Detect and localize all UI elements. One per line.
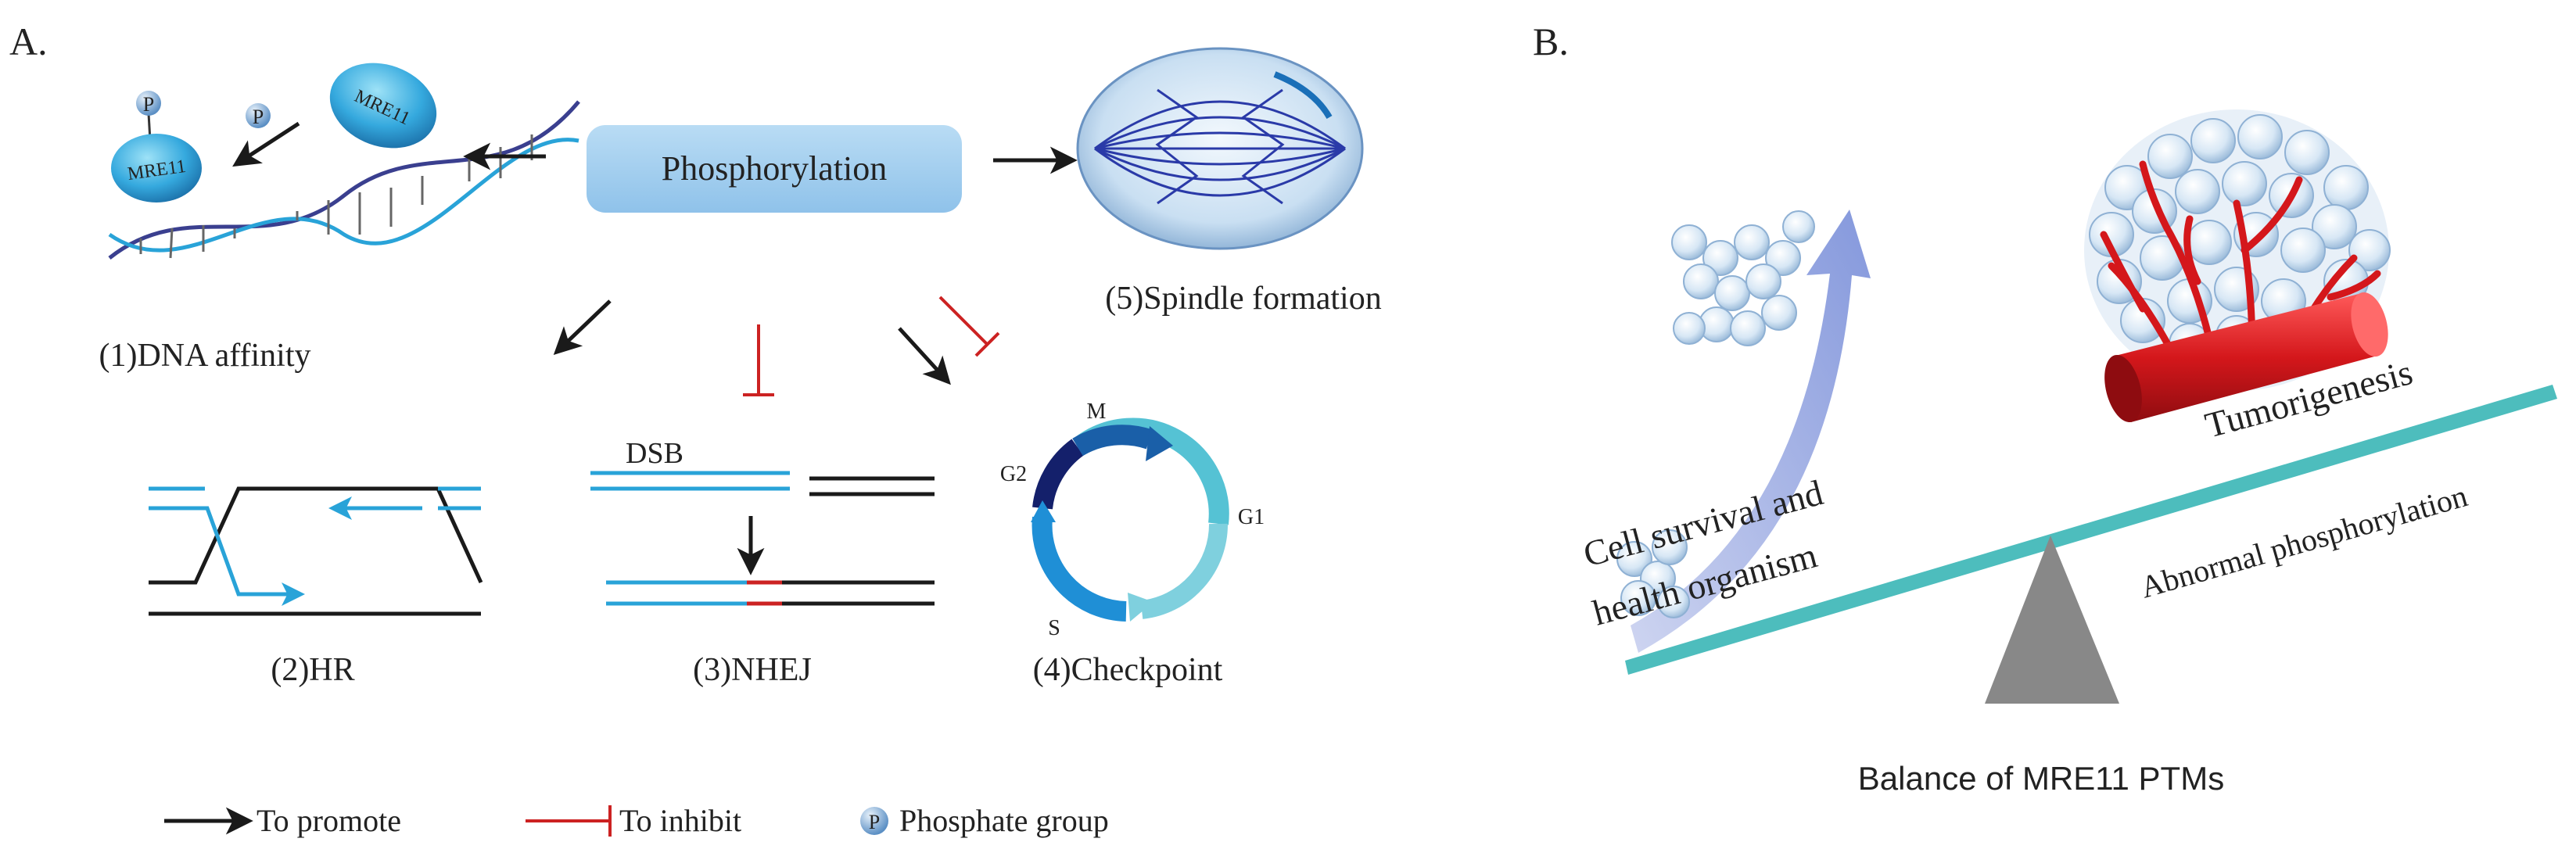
mre11-protein-bound: MRE11 (329, 63, 437, 149)
free-phosphate: P (246, 103, 271, 128)
item4-label: (4)Checkpoint (1033, 652, 1223, 688)
blood-vessel-tube (2104, 292, 2388, 423)
phospho-p-label-2: P (253, 106, 264, 128)
legend-promote-label: To promote (257, 803, 401, 838)
legend-inhibit-label: To inhibit (619, 803, 741, 838)
legend: To promote To inhibit P Phosphate group (164, 803, 1109, 838)
phospho-p-label: P (143, 93, 154, 116)
dna-helix-graphic (108, 100, 580, 260)
inhibit-checkpoint (938, 296, 1000, 357)
balance-caption: Balance of MRE11 PTMs (1858, 760, 2224, 797)
tumor-cluster (2084, 109, 2391, 391)
legend-inhibit-symbol (526, 805, 612, 837)
spindle-graphic (1076, 47, 1364, 250)
legend-phosphate-p: P (869, 811, 880, 833)
legend-phosphate-icon: P (860, 807, 888, 835)
survival-cells (1616, 210, 1815, 618)
cycle-s-label: S (1048, 616, 1060, 640)
nhej-diagram (590, 471, 935, 606)
seesaw-beam (1625, 385, 2557, 675)
item5-label: (5)Spindle formation (1105, 281, 1381, 317)
cycle-g2-label: G2 (1000, 462, 1027, 486)
phosphorylation-label: Phosphorylation (662, 149, 887, 188)
cell-cycle-diagram (1031, 417, 1229, 622)
item2-label: (2)HR (271, 652, 354, 688)
cell-cycle-arrowheads (1031, 426, 1173, 622)
hr-diagram (149, 486, 483, 616)
inhibit-nhej (743, 324, 774, 396)
fulcrum (1985, 536, 2119, 704)
legend-phosphate-label: Phosphate group (899, 803, 1109, 838)
panel-b-label: B. (1533, 20, 1569, 63)
mre11-protein-phosphorylated: P MRE11 (111, 91, 202, 202)
arrow-to-hr (553, 299, 612, 356)
item3-label: (3)NHEJ (693, 652, 812, 688)
survival-arrow (1631, 210, 1871, 653)
release-arrow (232, 121, 300, 167)
dsb-label: DSB (626, 437, 683, 470)
item1-label: (1)DNA affinity (99, 338, 310, 374)
arrow-to-checkpoint (898, 327, 951, 385)
phosphorylation-box: Phosphorylation (587, 125, 962, 213)
panel-a-label: A. (9, 20, 48, 63)
cycle-g1-label: G1 (1238, 505, 1265, 529)
cycle-m-label: M (1087, 400, 1107, 424)
